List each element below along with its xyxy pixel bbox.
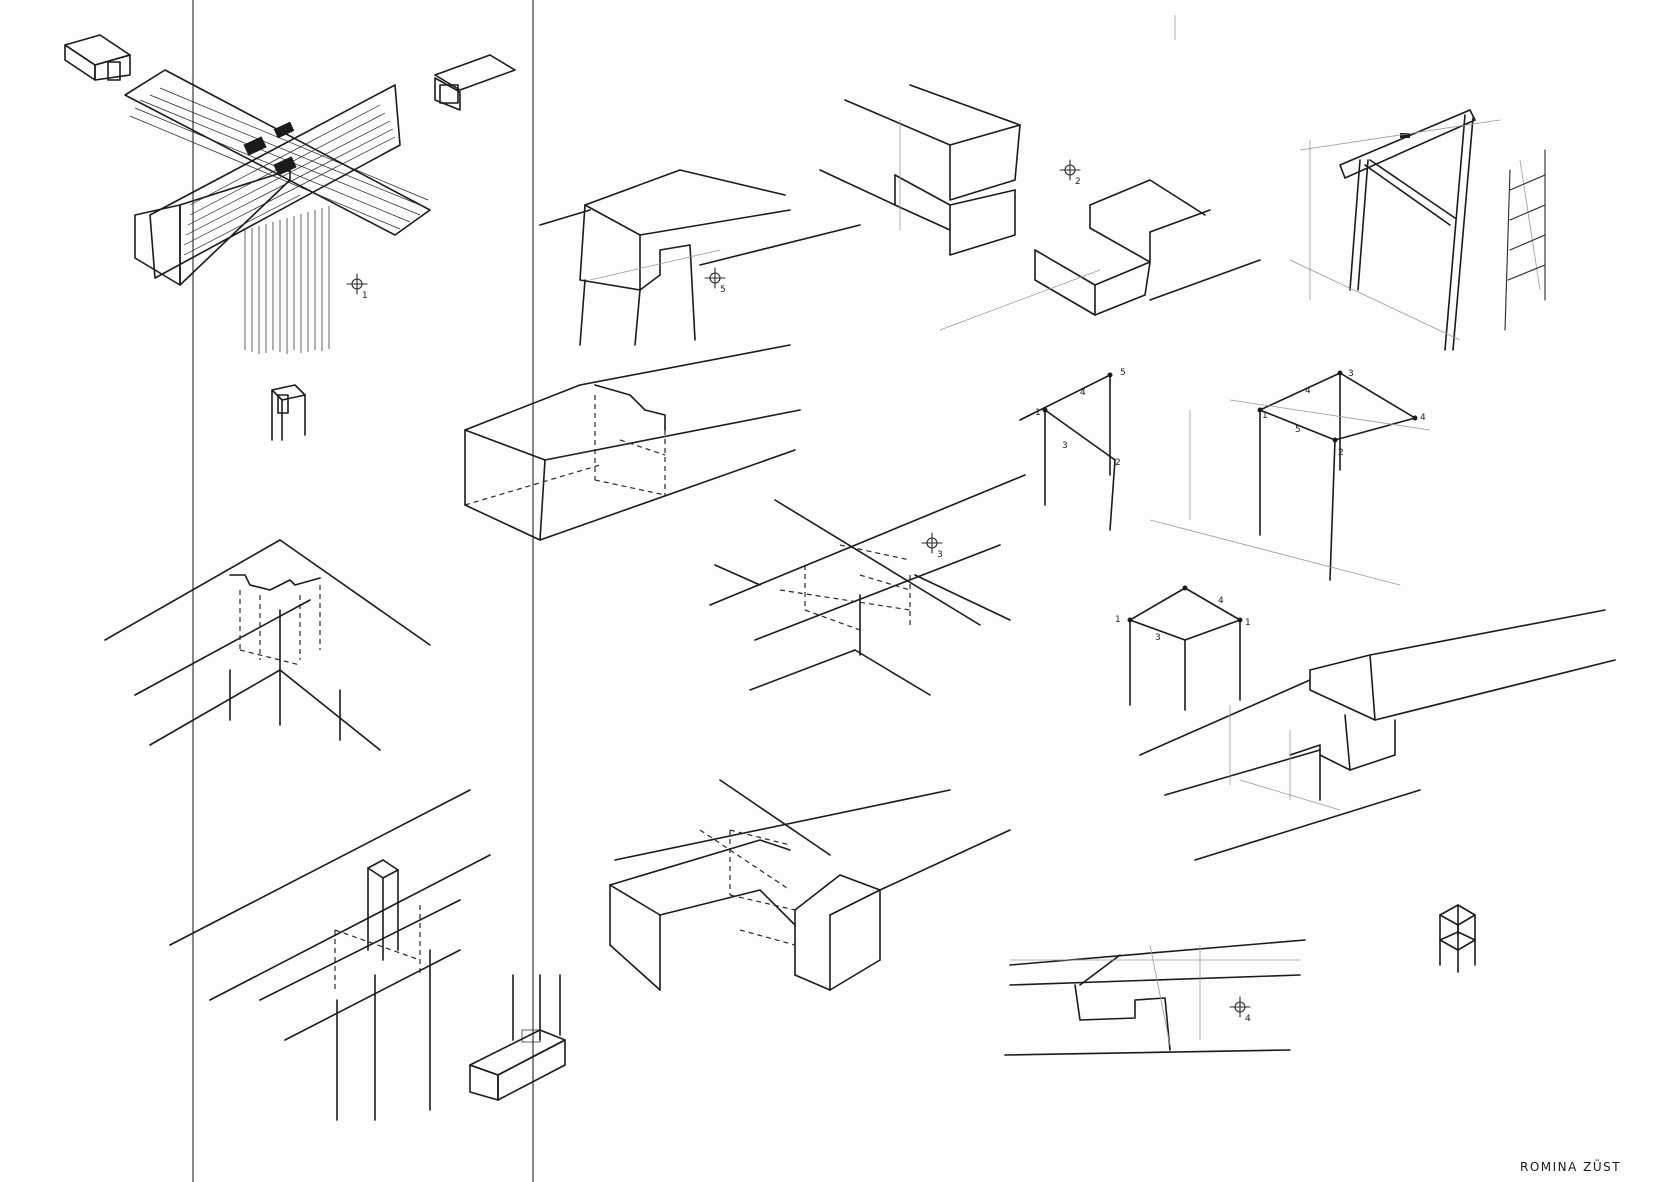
long-box-beam bbox=[464, 344, 801, 541]
node-sketch-square: 3 4 1 5 4 2 bbox=[1149, 369, 1431, 586]
node-number-1a: 1 bbox=[1035, 408, 1041, 418]
margin-guides bbox=[192, 0, 1176, 1182]
post-through-beams bbox=[169, 789, 491, 1121]
node-sketch-small: 5 4 3 1 2 bbox=[1019, 368, 1126, 531]
node-number-2b: 2 bbox=[1338, 448, 1344, 458]
notched-beam-detail-top-center bbox=[434, 54, 516, 111]
post-on-sill bbox=[469, 974, 566, 1101]
node-number-5b: 5 bbox=[1295, 425, 1301, 435]
marker-label-1: 1 bbox=[362, 291, 368, 301]
node-number-4a: 4 bbox=[1080, 388, 1086, 398]
node-number-5a: 5 bbox=[1120, 368, 1126, 378]
timber-cross-joint bbox=[124, 69, 431, 354]
node-number-3c: 3 bbox=[1155, 633, 1161, 643]
stepped-block bbox=[939, 179, 1261, 331]
node-number-4b: 4 bbox=[1305, 386, 1311, 396]
marker-label-3: 3 bbox=[937, 550, 943, 560]
profile-elevation-4: 4 bbox=[1004, 939, 1306, 1056]
cross-joint-3: 3 bbox=[709, 474, 1026, 696]
post-top-detail bbox=[271, 384, 306, 441]
lapped-beams bbox=[609, 779, 1011, 991]
node-number-2a: 2 bbox=[1115, 458, 1121, 468]
node-number-1d: 1 bbox=[1245, 618, 1251, 628]
stacked-blocks-2: 2 bbox=[819, 84, 1081, 256]
node-number-4d: 4 bbox=[1218, 596, 1224, 606]
marker-label-2: 2 bbox=[1075, 177, 1081, 187]
marker-label-4: 4 bbox=[1245, 1014, 1251, 1024]
node-sketch-pyramid: 1 4 3 1 bbox=[1115, 585, 1251, 711]
node-number-3b: 3 bbox=[1348, 369, 1354, 379]
node-number-4c: 4 bbox=[1420, 413, 1426, 423]
corner-joint-diagram bbox=[104, 539, 431, 751]
braced-timber-frame bbox=[1289, 109, 1546, 351]
cube-frame-detail bbox=[1439, 904, 1476, 973]
notched-beam-detail-top-left bbox=[64, 34, 131, 81]
node-number-1b: 1 bbox=[1262, 411, 1268, 421]
node-number-3a: 3 bbox=[1062, 441, 1068, 451]
node-number-1c: 1 bbox=[1115, 615, 1121, 625]
t-joint-beam bbox=[1139, 609, 1616, 861]
notched-beam-5: 5 bbox=[539, 169, 861, 346]
artist-signature: ROMINA ZÜST bbox=[1520, 1160, 1622, 1174]
section-marker-1: 1 bbox=[346, 273, 368, 301]
marker-label-5: 5 bbox=[720, 285, 726, 295]
